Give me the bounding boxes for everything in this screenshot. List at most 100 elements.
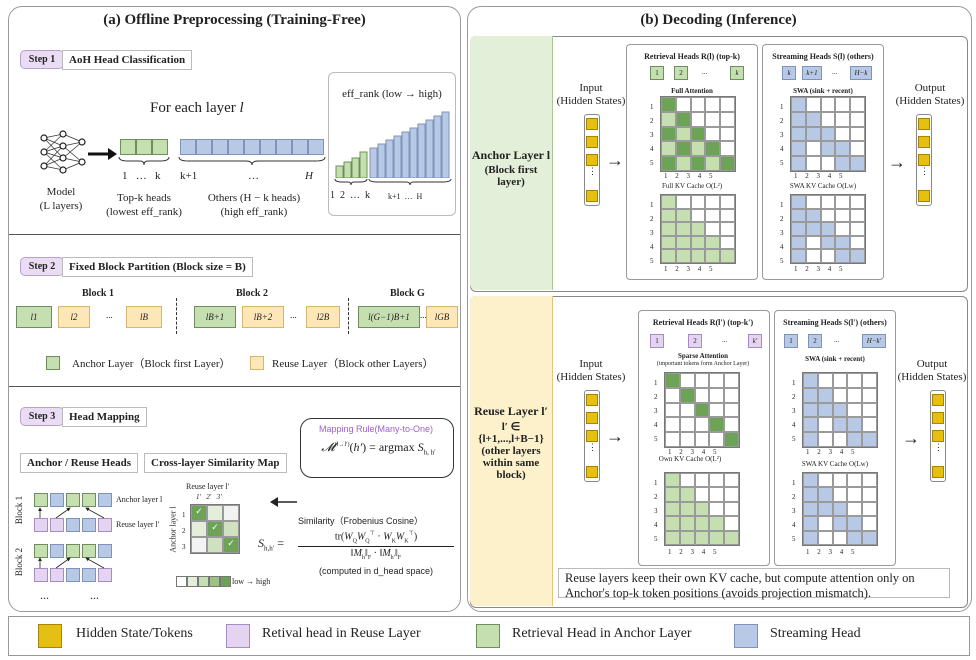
grid-cell bbox=[720, 208, 735, 223]
anchor-output-column bbox=[916, 114, 932, 206]
reuse-layer-sublabel: l′ ∈ {l+1,...,l+B−1} (other layers withi… bbox=[478, 421, 544, 481]
eff-rank-chart-title: eff_rank (low → high) bbox=[342, 88, 442, 100]
grid-cell bbox=[694, 402, 710, 418]
chart-brace-green bbox=[334, 178, 368, 186]
grid-cell bbox=[675, 222, 691, 236]
grid-cell bbox=[791, 208, 806, 223]
grid-cell bbox=[675, 208, 691, 223]
grid-cell bbox=[675, 111, 691, 127]
grid-cell bbox=[850, 111, 865, 127]
grid-cell bbox=[705, 97, 721, 112]
reuse-axis-label: Reuse layer l′ bbox=[186, 482, 230, 491]
grid-cell bbox=[820, 235, 836, 250]
reuse-output-token-1 bbox=[932, 394, 944, 406]
legend-reuse-swatch bbox=[250, 356, 264, 370]
anchor-head-s2 bbox=[98, 493, 112, 507]
grid-cell bbox=[694, 473, 710, 488]
similarity-heatmap: ✓ ✓ ✓ bbox=[190, 504, 240, 554]
grid-cell bbox=[679, 432, 695, 447]
grid-cell bbox=[720, 141, 735, 157]
blockg-layer-GB: lGB bbox=[426, 306, 458, 328]
anchor-input-token-3 bbox=[586, 154, 598, 166]
grid-cell bbox=[820, 195, 836, 209]
reuse2-head-2 bbox=[50, 568, 64, 582]
grid-cell bbox=[862, 530, 877, 545]
eff-rank-chart bbox=[328, 72, 456, 216]
grid-cell bbox=[832, 501, 848, 517]
grid-cell bbox=[724, 501, 739, 517]
grid-cell bbox=[820, 111, 836, 127]
grid-cell bbox=[679, 387, 695, 403]
grid-cell bbox=[791, 111, 806, 127]
reuse-input-token-4 bbox=[586, 466, 598, 478]
grid-cell bbox=[665, 387, 680, 403]
reuse-input-dots: ⋮ bbox=[588, 442, 597, 452]
grid-cell bbox=[675, 97, 691, 112]
block2-dots: ... bbox=[290, 310, 297, 320]
step3-label: Step 3 bbox=[20, 407, 64, 426]
grid-cell bbox=[805, 235, 821, 250]
reuse2-head-s1 bbox=[66, 568, 80, 582]
grid-cell bbox=[709, 402, 725, 418]
grid-cell bbox=[705, 141, 721, 157]
grid-cell bbox=[709, 473, 725, 488]
grid-cell bbox=[862, 402, 877, 418]
anchor-output-arrow-icon: → bbox=[888, 152, 906, 172]
grid-cell bbox=[817, 501, 833, 517]
grid-cell bbox=[862, 432, 877, 447]
grid-cell bbox=[661, 235, 676, 250]
grid-cell bbox=[820, 222, 836, 236]
anchor-output-token-4 bbox=[918, 190, 930, 202]
sparse-attention-label: Sparse Attention bbox=[678, 352, 728, 360]
grid-cell bbox=[805, 111, 821, 127]
other-head-5 bbox=[244, 139, 260, 155]
grid-cell bbox=[679, 473, 695, 488]
grid-cell bbox=[720, 97, 735, 112]
grid-cell bbox=[847, 530, 863, 545]
grid-cell bbox=[690, 249, 706, 263]
grid-cell bbox=[803, 402, 818, 418]
grid-cell bbox=[791, 141, 806, 157]
grid-cell bbox=[850, 208, 865, 223]
other-head-6 bbox=[260, 139, 276, 155]
reuse-output-sublabel: (Hidden States) bbox=[897, 371, 967, 383]
grid-cell bbox=[847, 501, 863, 517]
step-divider-2 bbox=[9, 386, 460, 387]
grid-cell bbox=[661, 222, 676, 236]
grid-cell bbox=[832, 473, 848, 488]
anchor-head-3 bbox=[82, 493, 96, 507]
reuse-output-token-4 bbox=[932, 466, 944, 478]
anchor-input-sublabel: (Hidden States) bbox=[556, 95, 626, 107]
grid-cell bbox=[720, 195, 735, 209]
grid-cell bbox=[847, 373, 863, 388]
anchor-output-token-3 bbox=[918, 154, 930, 166]
topk-head-2 bbox=[136, 139, 152, 155]
reuse-head-3 bbox=[98, 518, 112, 532]
anchor-retrieval-box bbox=[626, 44, 758, 280]
grid-cell bbox=[665, 417, 680, 433]
reuse-input-token-1 bbox=[586, 394, 598, 406]
grid-cell bbox=[694, 373, 710, 388]
reuse-streaming-head-2: 2 bbox=[808, 334, 822, 348]
anchor-input-token-2 bbox=[586, 136, 598, 148]
grid-cell bbox=[665, 473, 680, 488]
full-attention-grid bbox=[660, 96, 736, 172]
anchor-layer-label: Anchor Layer l bbox=[471, 148, 551, 162]
blockg-layer-1: l(G−1)B+1 bbox=[358, 306, 420, 328]
step2-name: Fixed Block Partition (Block size = B) bbox=[62, 257, 253, 277]
anchor2-head-s1 bbox=[50, 544, 64, 558]
grid-cell bbox=[832, 432, 848, 447]
grid-cell bbox=[705, 222, 721, 236]
block1-layer-1: l1 bbox=[16, 306, 52, 328]
reuse-retrieval-head-k: k′ bbox=[748, 334, 762, 348]
grid-cell bbox=[805, 156, 821, 171]
grid-cell bbox=[850, 222, 865, 236]
grid-cell bbox=[694, 530, 710, 545]
grid-cell bbox=[720, 156, 735, 171]
grid-cell bbox=[690, 235, 706, 250]
block1-dots: ... bbox=[106, 310, 113, 320]
